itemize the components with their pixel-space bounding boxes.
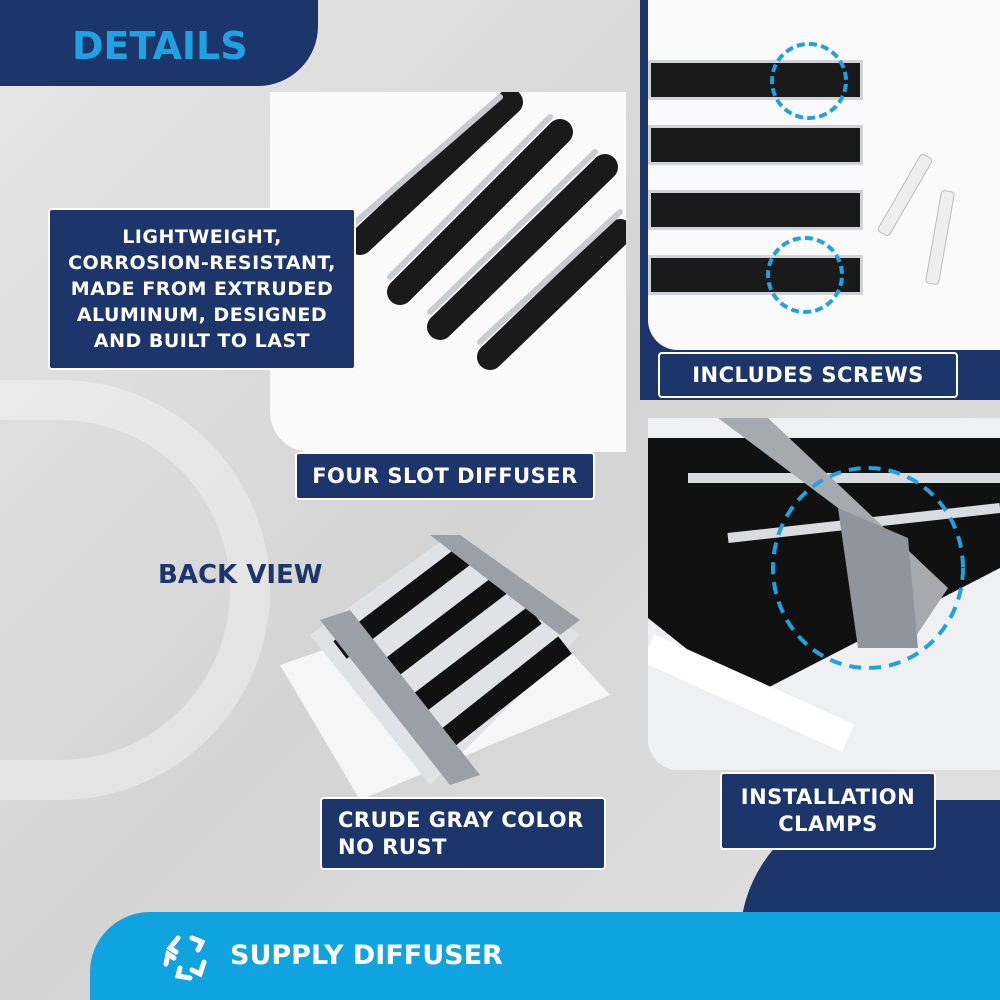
material-line: MADE FROM EXTRUDED <box>70 278 334 300</box>
background-swirl <box>0 380 270 800</box>
screw-icon <box>876 152 934 238</box>
back-view-photo <box>280 525 610 805</box>
clamps-label: INSTALLATION CLAMPS <box>720 772 936 850</box>
screw-icon <box>924 189 956 286</box>
details-tab <box>0 0 318 86</box>
back-view-title: BACK VIEW <box>158 560 323 590</box>
screws-label: INCLUDES SCREWS <box>658 352 958 398</box>
back-view-illustration <box>280 535 610 800</box>
footer-label: SUPPLY DIFFUSER <box>230 940 503 971</box>
four-slot-label: FOUR SLOT DIFFUSER <box>295 452 595 500</box>
clamps-photo <box>648 418 1000 770</box>
clamps-line: CLAMPS <box>778 812 878 836</box>
highlight-circle <box>770 42 848 120</box>
color-line: CRUDE GRAY COLOR <box>338 807 584 832</box>
clamp-illustration <box>648 418 1000 752</box>
page-title: DETAILS <box>72 24 248 68</box>
color-line: NO RUST <box>338 834 447 859</box>
swirl-logo-icon <box>160 932 210 986</box>
four-slot-diffuser-photo <box>270 92 626 452</box>
screws-photo <box>648 0 1000 350</box>
clamps-line: INSTALLATION <box>740 785 916 809</box>
color-label: CRUDE GRAY COLOR NO RUST <box>320 797 606 870</box>
footer-bar <box>90 912 1000 1000</box>
material-line: AND BUILT TO LAST <box>93 330 311 352</box>
diffuser-front-illustration <box>347 92 626 370</box>
material-line: LIGHTWEIGHT, <box>122 226 282 248</box>
material-callout: LIGHTWEIGHT, CORROSION-RESISTANT, MADE F… <box>48 208 356 370</box>
material-line: ALUMINUM, DESIGNED <box>76 304 328 326</box>
highlight-circle <box>766 236 844 314</box>
material-line: CORROSION-RESISTANT, <box>68 252 336 274</box>
